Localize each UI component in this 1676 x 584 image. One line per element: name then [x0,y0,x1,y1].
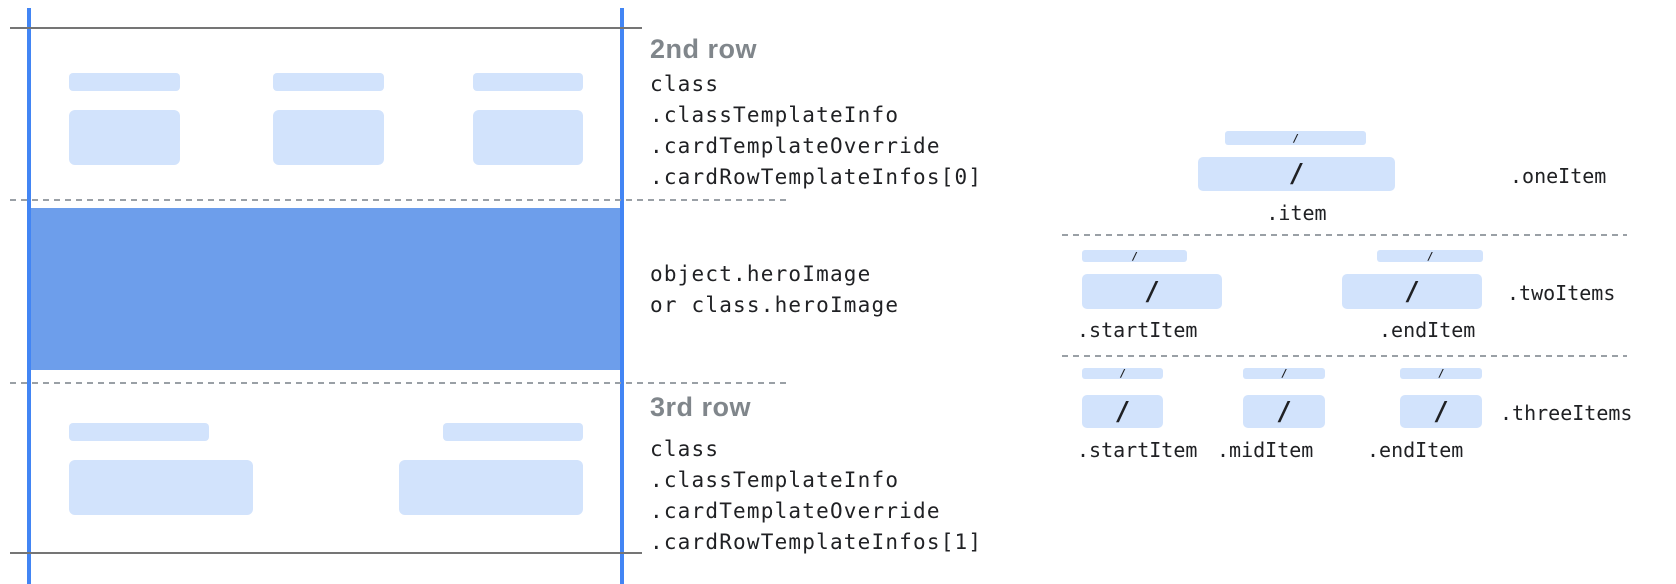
slash-glyph: / [1276,396,1292,427]
row3-code-line: .classTemplateInfo [650,468,900,492]
slash-glyph: / [1131,249,1138,263]
two-items-end-label-bar: / [1377,249,1483,263]
three-items-mid-value-bar: / [1243,395,1325,428]
start-item-label: .startItem [1077,438,1198,462]
row2-code-line: class [650,72,720,96]
row3-right-label-chip [443,423,583,441]
slash-glyph: / [1292,131,1299,145]
two-items-layout-label: .twoItems [1507,281,1616,305]
row2-col1-value-chip [69,110,180,165]
card-top-border-line [10,27,642,29]
three-items-mid-label-bar: / [1243,367,1325,380]
row2-code-line: .classTemplateInfo [650,103,900,127]
card-bottom-border-line [10,552,642,554]
slash-glyph: / [1144,276,1160,307]
row2-col1-label-chip [69,73,180,91]
row-divider-dashed-bottom [10,382,790,384]
row2-code-line: .cardRowTemplateInfos[0] [650,165,983,189]
row3-code-line: class [650,437,720,461]
row3-right-value-chip [399,460,583,515]
one-item-value-bar: / [1198,157,1395,191]
slash-glyph: / [1288,159,1305,189]
row2-col2-value-chip [273,110,384,165]
start-item-label: .startItem [1077,318,1198,342]
hero-code-line: object.heroImage [650,262,872,286]
row3-heading: 3rd row [650,392,752,422]
row2-col3-value-chip [473,110,583,165]
slash-glyph: / [1433,396,1449,427]
three-items-end-value-bar: / [1400,395,1482,428]
two-items-start-value-bar: / [1082,274,1222,309]
three-items-end-label-bar: / [1400,367,1482,380]
row3-code-line: .cardTemplateOverride [650,499,941,523]
row2-col3-label-chip [473,73,583,91]
layout-divider-dashed-2 [1062,355,1627,357]
slash-glyph: / [1119,367,1126,380]
item-label: .item [1266,201,1327,225]
left-margin-guide-line [27,8,31,584]
three-items-layout-label: .threeItems [1500,401,1633,425]
slash-glyph: / [1426,249,1434,263]
row2-code-line: .cardTemplateOverride [650,134,941,158]
end-item-label: .endItem [1367,438,1464,462]
end-item-label: .endItem [1379,318,1476,342]
slash-glyph: / [1114,396,1131,427]
three-items-start-label-bar: / [1082,367,1163,380]
hero-image-band [31,208,620,370]
right-margin-guide-line [620,8,624,584]
slash-glyph: / [1437,367,1445,380]
one-item-label-bar: / [1225,131,1366,145]
row3-left-value-chip [69,460,253,515]
one-item-layout-label: .oneItem [1510,164,1607,188]
row-divider-dashed-top [10,199,790,201]
row3-left-label-chip [69,423,209,441]
row3-code-line: .cardRowTemplateInfos[1] [650,530,983,554]
slash-glyph: / [1280,367,1288,380]
row2-heading: 2nd row [650,34,758,64]
slash-glyph: / [1404,276,1420,307]
mid-item-label: .midItem [1217,438,1314,462]
row2-col2-label-chip [273,73,384,91]
three-items-start-value-bar: / [1082,395,1163,428]
two-items-end-value-bar: / [1342,274,1482,309]
layout-divider-dashed-1 [1062,234,1627,236]
hero-code-line: or class.heroImage [650,293,900,317]
two-items-start-label-bar: / [1082,249,1187,263]
